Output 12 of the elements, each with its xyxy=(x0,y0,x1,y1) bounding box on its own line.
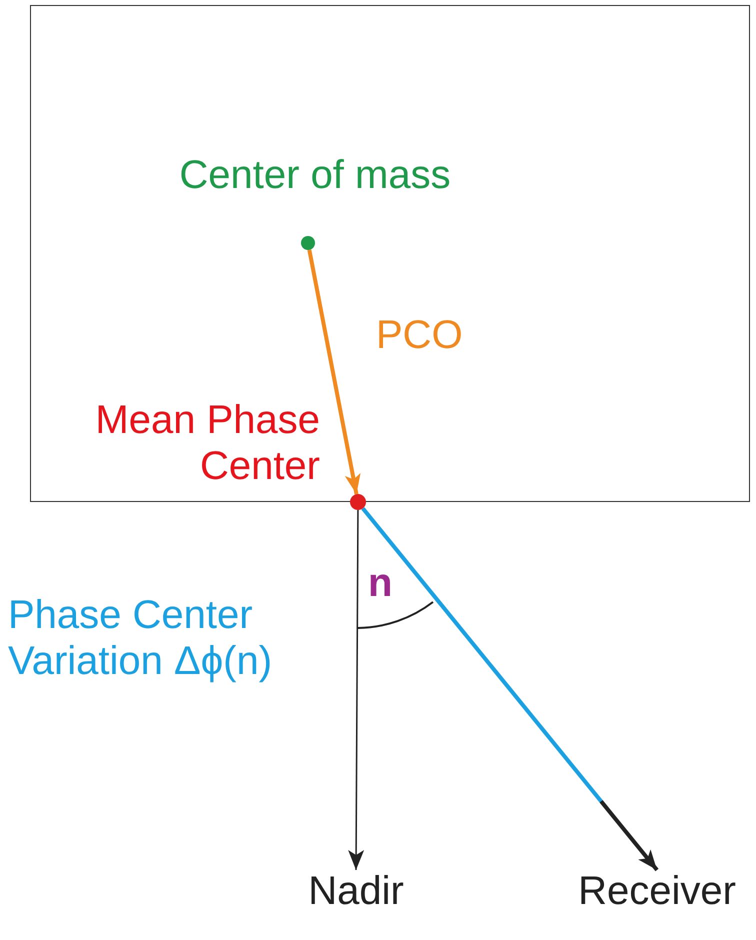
phase-center-dot xyxy=(350,494,366,510)
angle-label: n xyxy=(368,560,394,606)
center-of-mass-dot xyxy=(301,236,315,250)
nadir-label: Nadir xyxy=(300,868,412,922)
phase-center-label: Mean Phase Center xyxy=(94,397,320,489)
variation-label: Phase Center Variation Δϕ(n) xyxy=(8,592,274,684)
arrow xyxy=(307,250,361,495)
satellite-body-box xyxy=(30,5,750,502)
arrow xyxy=(348,510,364,870)
receiver-label: Receiver xyxy=(560,868,754,922)
arrow xyxy=(361,507,659,872)
center-of-mass-label: Center of mass xyxy=(178,152,452,198)
